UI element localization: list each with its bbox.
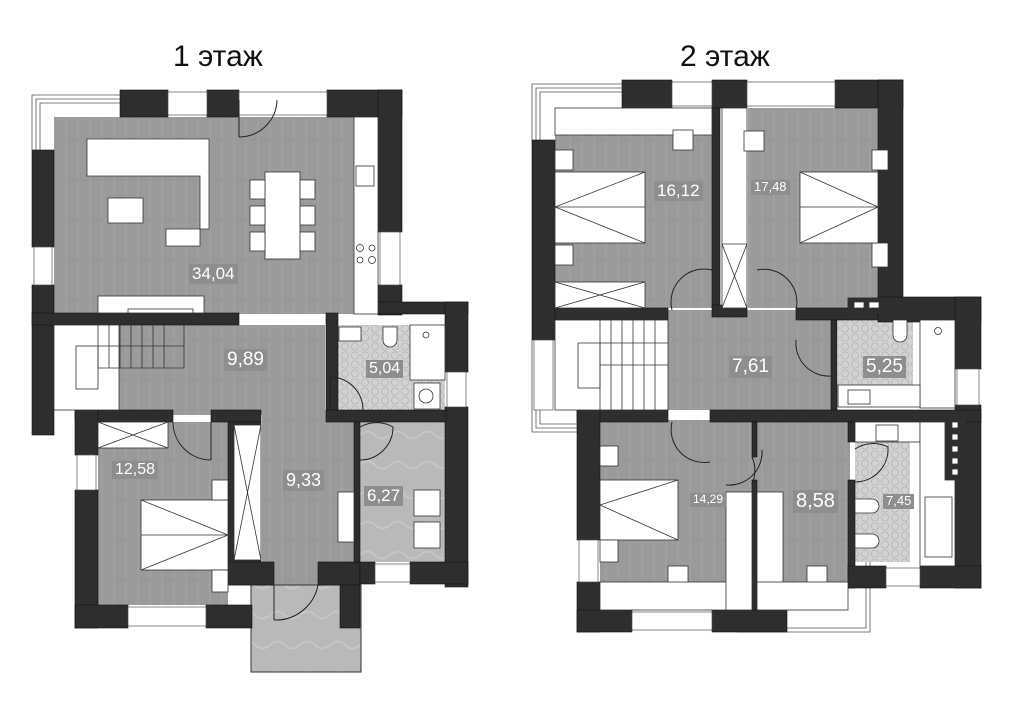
kitchen-counter bbox=[353, 116, 379, 315]
area-label-bathroom-1: 5,04 bbox=[366, 360, 404, 379]
windows bbox=[533, 81, 980, 631]
doors bbox=[172, 99, 394, 621]
area-label-living-kitchen: 34,04 bbox=[189, 264, 238, 284]
dining-table bbox=[264, 171, 301, 260]
walls bbox=[31, 89, 469, 629]
coffee-table bbox=[107, 197, 144, 224]
room-hall-floor bbox=[110, 325, 325, 415]
furniture bbox=[554, 107, 966, 611]
windows bbox=[33, 91, 467, 627]
area-label-room-2: 8,58 bbox=[793, 490, 838, 513]
area-label-bedroom-right-2: 17,48 bbox=[751, 179, 790, 195]
stairs bbox=[53, 324, 120, 411]
dryer bbox=[413, 521, 441, 549]
floor-1-title: 1 этаж bbox=[173, 40, 263, 73]
toilet bbox=[382, 326, 398, 348]
floor-1-plan bbox=[31, 89, 469, 673]
doors bbox=[670, 268, 889, 486]
area-label-bedroom-bottom-2: 14,29 bbox=[690, 492, 727, 507]
washer bbox=[413, 489, 441, 517]
area-label-bedroom-1: 12,58 bbox=[112, 461, 159, 480]
area-label-hall-2: 7,61 bbox=[729, 356, 772, 378]
area-label-bedroom-left-2: 16,12 bbox=[654, 181, 703, 201]
area-label-bathroom-2b: 7,45 bbox=[883, 493, 915, 509]
floor-2-plan bbox=[531, 79, 982, 633]
terrace-railing bbox=[31, 94, 120, 150]
area-label-bathroom-2: 5,25 bbox=[863, 356, 906, 378]
area-label-corridor-1: 9,33 bbox=[283, 470, 325, 491]
floor-2-title: 2 этаж bbox=[680, 40, 770, 73]
sofa bbox=[86, 138, 210, 247]
sink bbox=[338, 326, 362, 342]
furniture bbox=[53, 116, 446, 593]
area-label-hall-1: 9,89 bbox=[224, 349, 267, 371]
area-label-utility-1: 6,27 bbox=[364, 486, 404, 506]
